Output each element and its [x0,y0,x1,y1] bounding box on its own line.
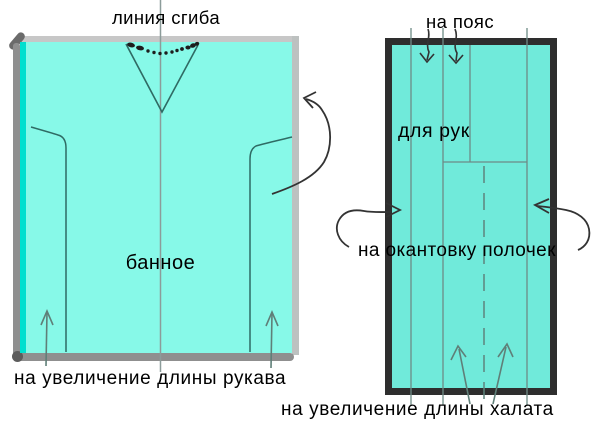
front-edging-label: на окантовку полочек [358,240,556,261]
left-piece-top-edge [20,36,299,42]
left-ruler-bar [13,43,20,356]
left-fabric-area [26,42,292,353]
robe-length-label: на увеличение длины халата [281,399,554,420]
ruler-corner-cap [12,351,23,362]
right-fabric-area [385,38,557,395]
fold-line-label: линия сгиба [111,7,221,28]
hands-label: для рук [398,120,470,142]
bottom-ruler-bar [15,353,294,361]
fabric-name-label: банное [125,252,196,274]
selvage-strip [20,42,26,353]
left-piece-right-edge [292,36,299,355]
sleeve-length-label: на увеличение длины рукава [14,368,287,389]
belt-label: на пояс [425,11,495,32]
